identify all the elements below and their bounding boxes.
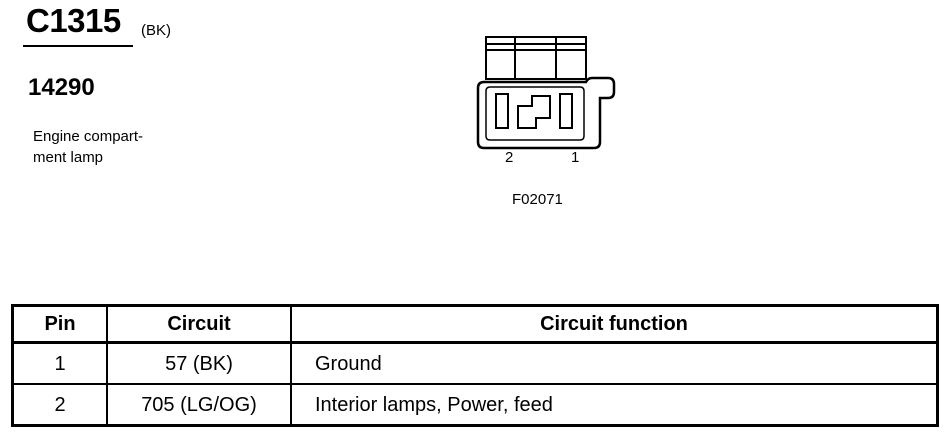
pin-2-terminal [495, 93, 509, 129]
table-header-row: Pin Circuit Circuit function [11, 304, 939, 344]
description-line-1: Engine compart- [33, 128, 144, 145]
header-circuit-function: Circuit function [290, 304, 939, 344]
connector-recess [485, 86, 585, 141]
description-line-2: ment lamp [33, 149, 104, 166]
cell-function: Ground [290, 341, 939, 385]
cell-pin: 1 [11, 341, 108, 385]
pinout-table: Pin Circuit Circuit function 1 57 (BK) G… [11, 304, 939, 427]
connector-color: (BK) [141, 22, 171, 39]
connector-body [476, 76, 616, 150]
pin-label-1: 1 [571, 149, 580, 166]
cell-pin: 2 [11, 383, 108, 427]
header-pin: Pin [11, 304, 108, 344]
cell-circuit: 705 (LG/OG) [106, 383, 292, 427]
component-description: Engine compart- ment lamp [33, 126, 183, 168]
title-underline [23, 45, 133, 47]
connector-face-diagram [476, 36, 616, 150]
cell-circuit: 57 (BK) [106, 341, 292, 385]
table-row: 2 705 (LG/OG) Interior lamps, Power, fee… [11, 383, 939, 427]
key-slot [517, 95, 551, 129]
connector-latch [485, 36, 587, 80]
connector-id: C1315 [26, 2, 121, 39]
header-circuit: Circuit [106, 304, 292, 344]
figure-id: F02071 [512, 191, 563, 208]
part-number: 14290 [28, 74, 95, 101]
pin-1-terminal [559, 93, 573, 129]
pin-label-2: 2 [505, 149, 514, 166]
cell-function: Interior lamps, Power, feed [290, 383, 939, 427]
table-row: 1 57 (BK) Ground [11, 341, 939, 385]
